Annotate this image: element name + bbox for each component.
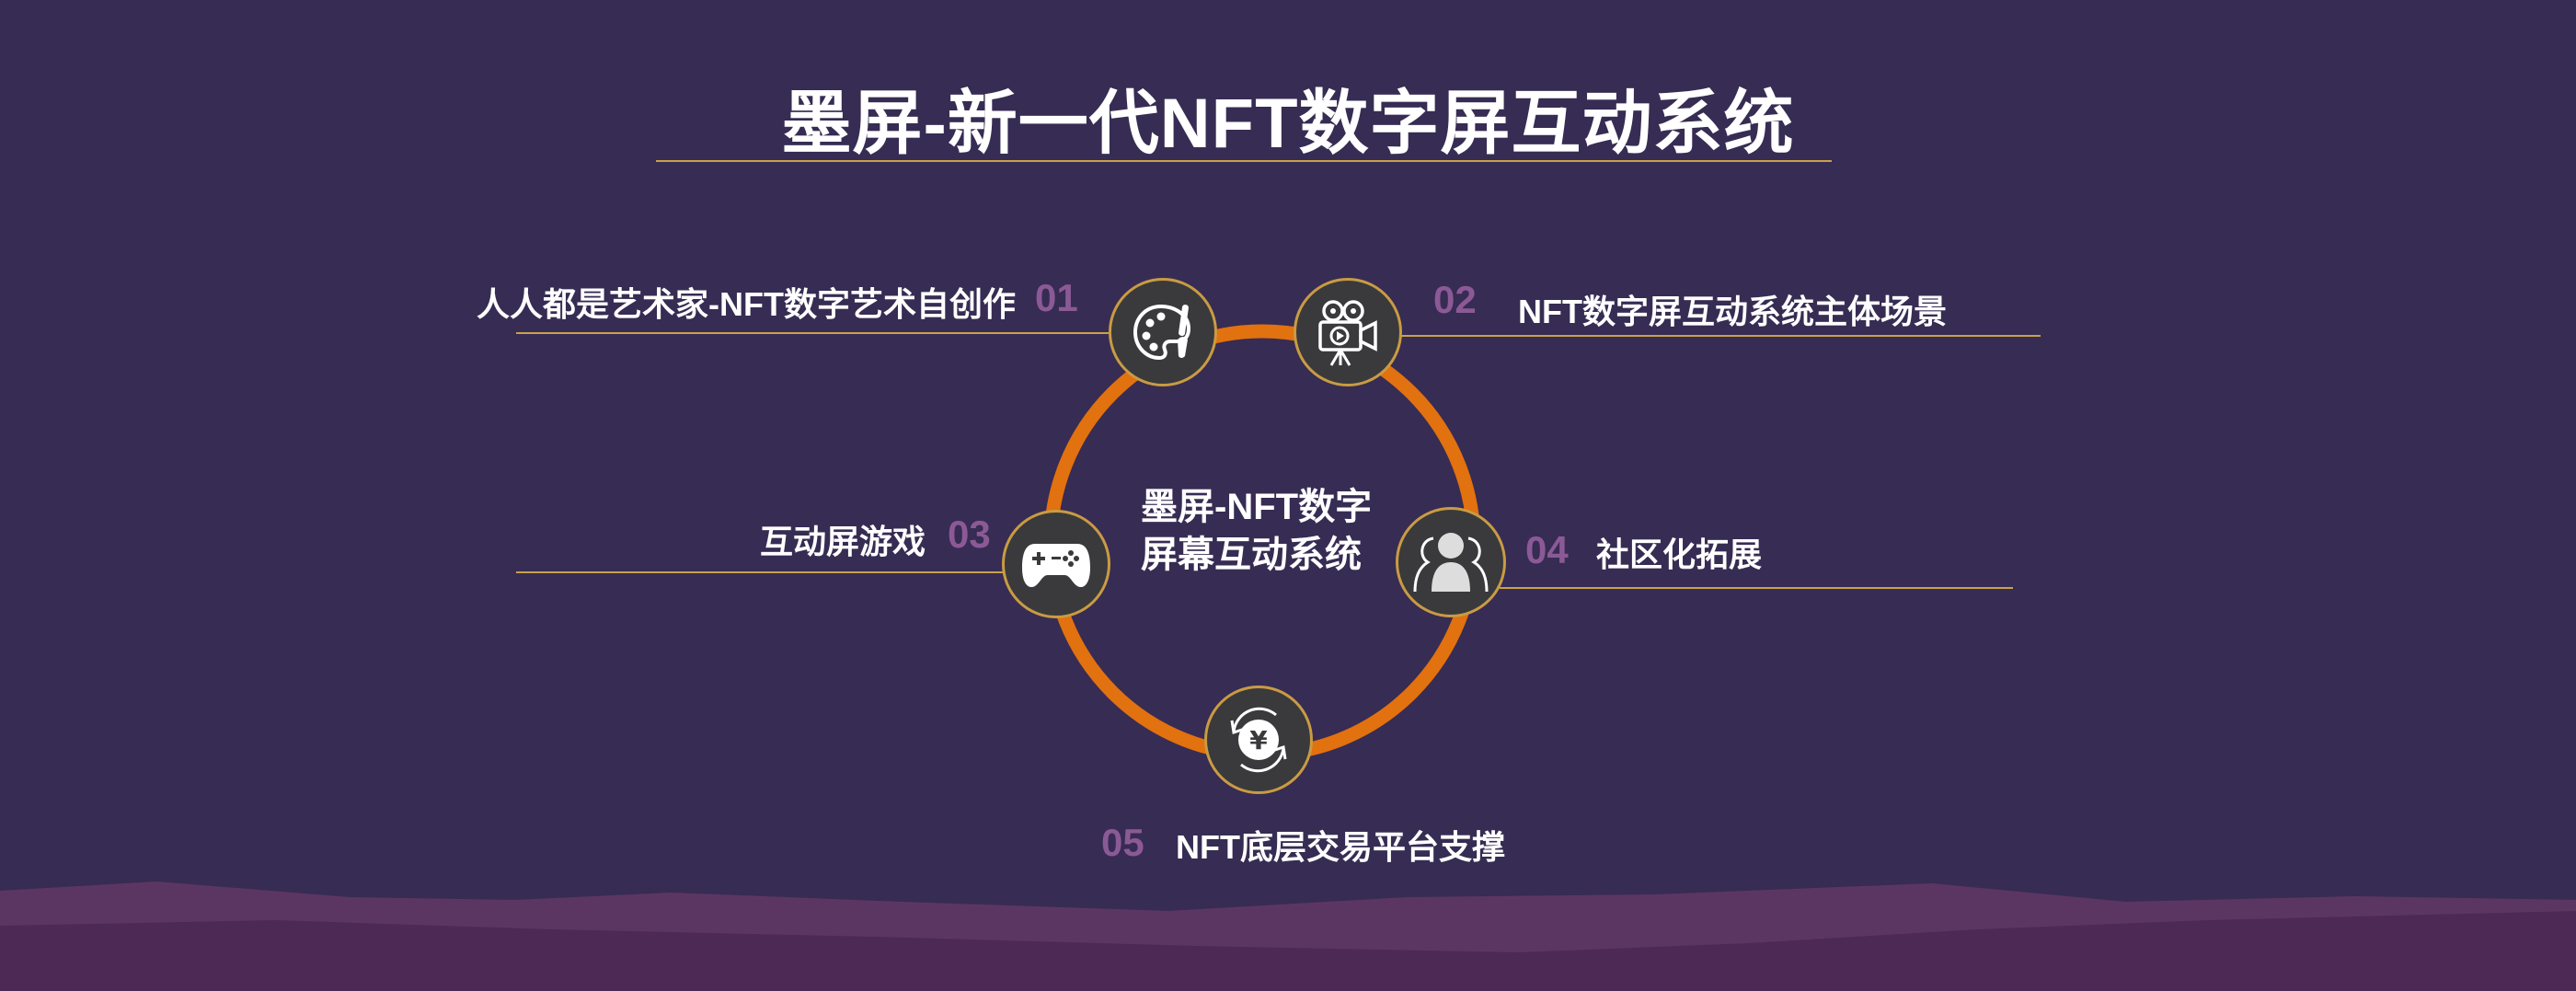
page-title: 墨屏-新一代NFT数字屏互动系统 bbox=[781, 85, 1795, 163]
node-01[interactable] bbox=[1109, 278, 1217, 386]
item-03-label: 互动屏游戏 bbox=[760, 523, 926, 560]
connector-line-04 bbox=[1500, 587, 2013, 589]
node-04[interactable] bbox=[1396, 507, 1506, 617]
yen-exchange-icon: ¥ bbox=[1230, 707, 1287, 773]
connector-line-02 bbox=[1398, 335, 2041, 337]
center-label: 墨屏-NFT数字 屏幕互动系统 bbox=[1141, 483, 1372, 579]
item-03-number: 03 bbox=[948, 513, 991, 556]
item-01-number: 01 bbox=[1035, 276, 1078, 319]
item-05-label: NFT底层交易平台支撑 bbox=[1176, 828, 1505, 866]
connector-line-01 bbox=[516, 332, 1114, 334]
node-05[interactable]: ¥ bbox=[1204, 686, 1313, 794]
item-05-number: 05 bbox=[1101, 821, 1144, 864]
item-02-number: 02 bbox=[1433, 278, 1477, 321]
connector-line-03 bbox=[516, 571, 1004, 573]
item-02-label: NFT数字屏互动系统主体场景 bbox=[1518, 293, 1947, 330]
palette-icon bbox=[1133, 304, 1191, 361]
gamepad-icon bbox=[1022, 544, 1090, 588]
item-01-label: 人人都是艺术家-NFT数字艺术自创作 bbox=[477, 285, 1016, 323]
title-underline bbox=[656, 160, 1832, 162]
film-camera-icon bbox=[1318, 300, 1377, 366]
item-04-number: 04 bbox=[1525, 528, 1569, 571]
center-label-line1: 墨屏-NFT数字 bbox=[1141, 487, 1373, 527]
item-04-label: 社区化拓展 bbox=[1596, 536, 1763, 573]
community-icon bbox=[1413, 533, 1489, 593]
node-03[interactable] bbox=[1002, 510, 1110, 618]
center-label-line2: 屏幕互动系统 bbox=[1141, 535, 1362, 575]
svg-text:¥: ¥ bbox=[1249, 725, 1268, 755]
node-02[interactable] bbox=[1294, 278, 1402, 386]
decorative-hills bbox=[0, 882, 2576, 991]
